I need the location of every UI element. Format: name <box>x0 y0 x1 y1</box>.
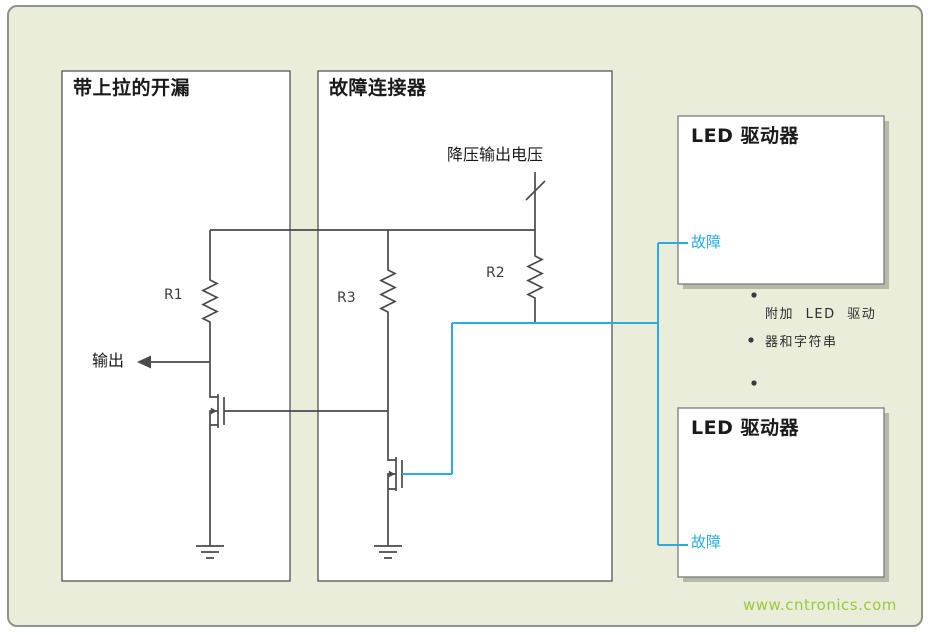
fault-bus-net <box>402 242 688 546</box>
watermark-text: www.cntronics.com <box>743 596 897 614</box>
led-driver-bottom-title: LED 驱动器 <box>691 417 799 439</box>
r2-label: R2 <box>486 265 505 281</box>
left-mosfet-body-arrow-icon <box>210 407 217 415</box>
led-driver-top-box <box>677 115 885 285</box>
open-drain-box-title: 带上拉的开漏 <box>73 77 191 99</box>
led-driver-bottom-fault-label: 故障 <box>691 533 728 552</box>
mid-mosfet-body-arrow-icon <box>388 470 395 478</box>
output-label: 输出 <box>92 351 125 370</box>
buck-voltage-label: 降压输出电压 <box>447 145 544 164</box>
ellipsis-dot-2 <box>748 337 754 343</box>
led-driver-top-title: LED 驱动器 <box>691 125 799 147</box>
ground-symbol-mid <box>374 545 402 559</box>
r3-resistor <box>379 230 397 461</box>
open-drain-box <box>61 70 291 582</box>
ellipsis-dot-3 <box>751 380 757 386</box>
fault-connector-box <box>317 70 613 582</box>
output-arrowhead-icon <box>137 355 151 369</box>
r1-label: R1 <box>164 287 183 303</box>
fault-connector-box-title: 故障连接器 <box>329 77 427 99</box>
ellipsis-dot-1 <box>751 292 757 298</box>
circuit-wires <box>150 172 546 559</box>
r1-resistor <box>201 230 219 398</box>
ground-symbol-left <box>196 545 224 559</box>
r2-resistor <box>526 230 544 323</box>
led-driver-top-fault-label: 故障 <box>691 233 728 252</box>
r3-label: R3 <box>337 290 356 306</box>
additional-drivers-note-line2: 器和字符串 <box>765 335 838 350</box>
additional-drivers-note-line1: 附加 LED 驱动 <box>765 307 877 322</box>
buck-connector-slash <box>525 180 546 201</box>
